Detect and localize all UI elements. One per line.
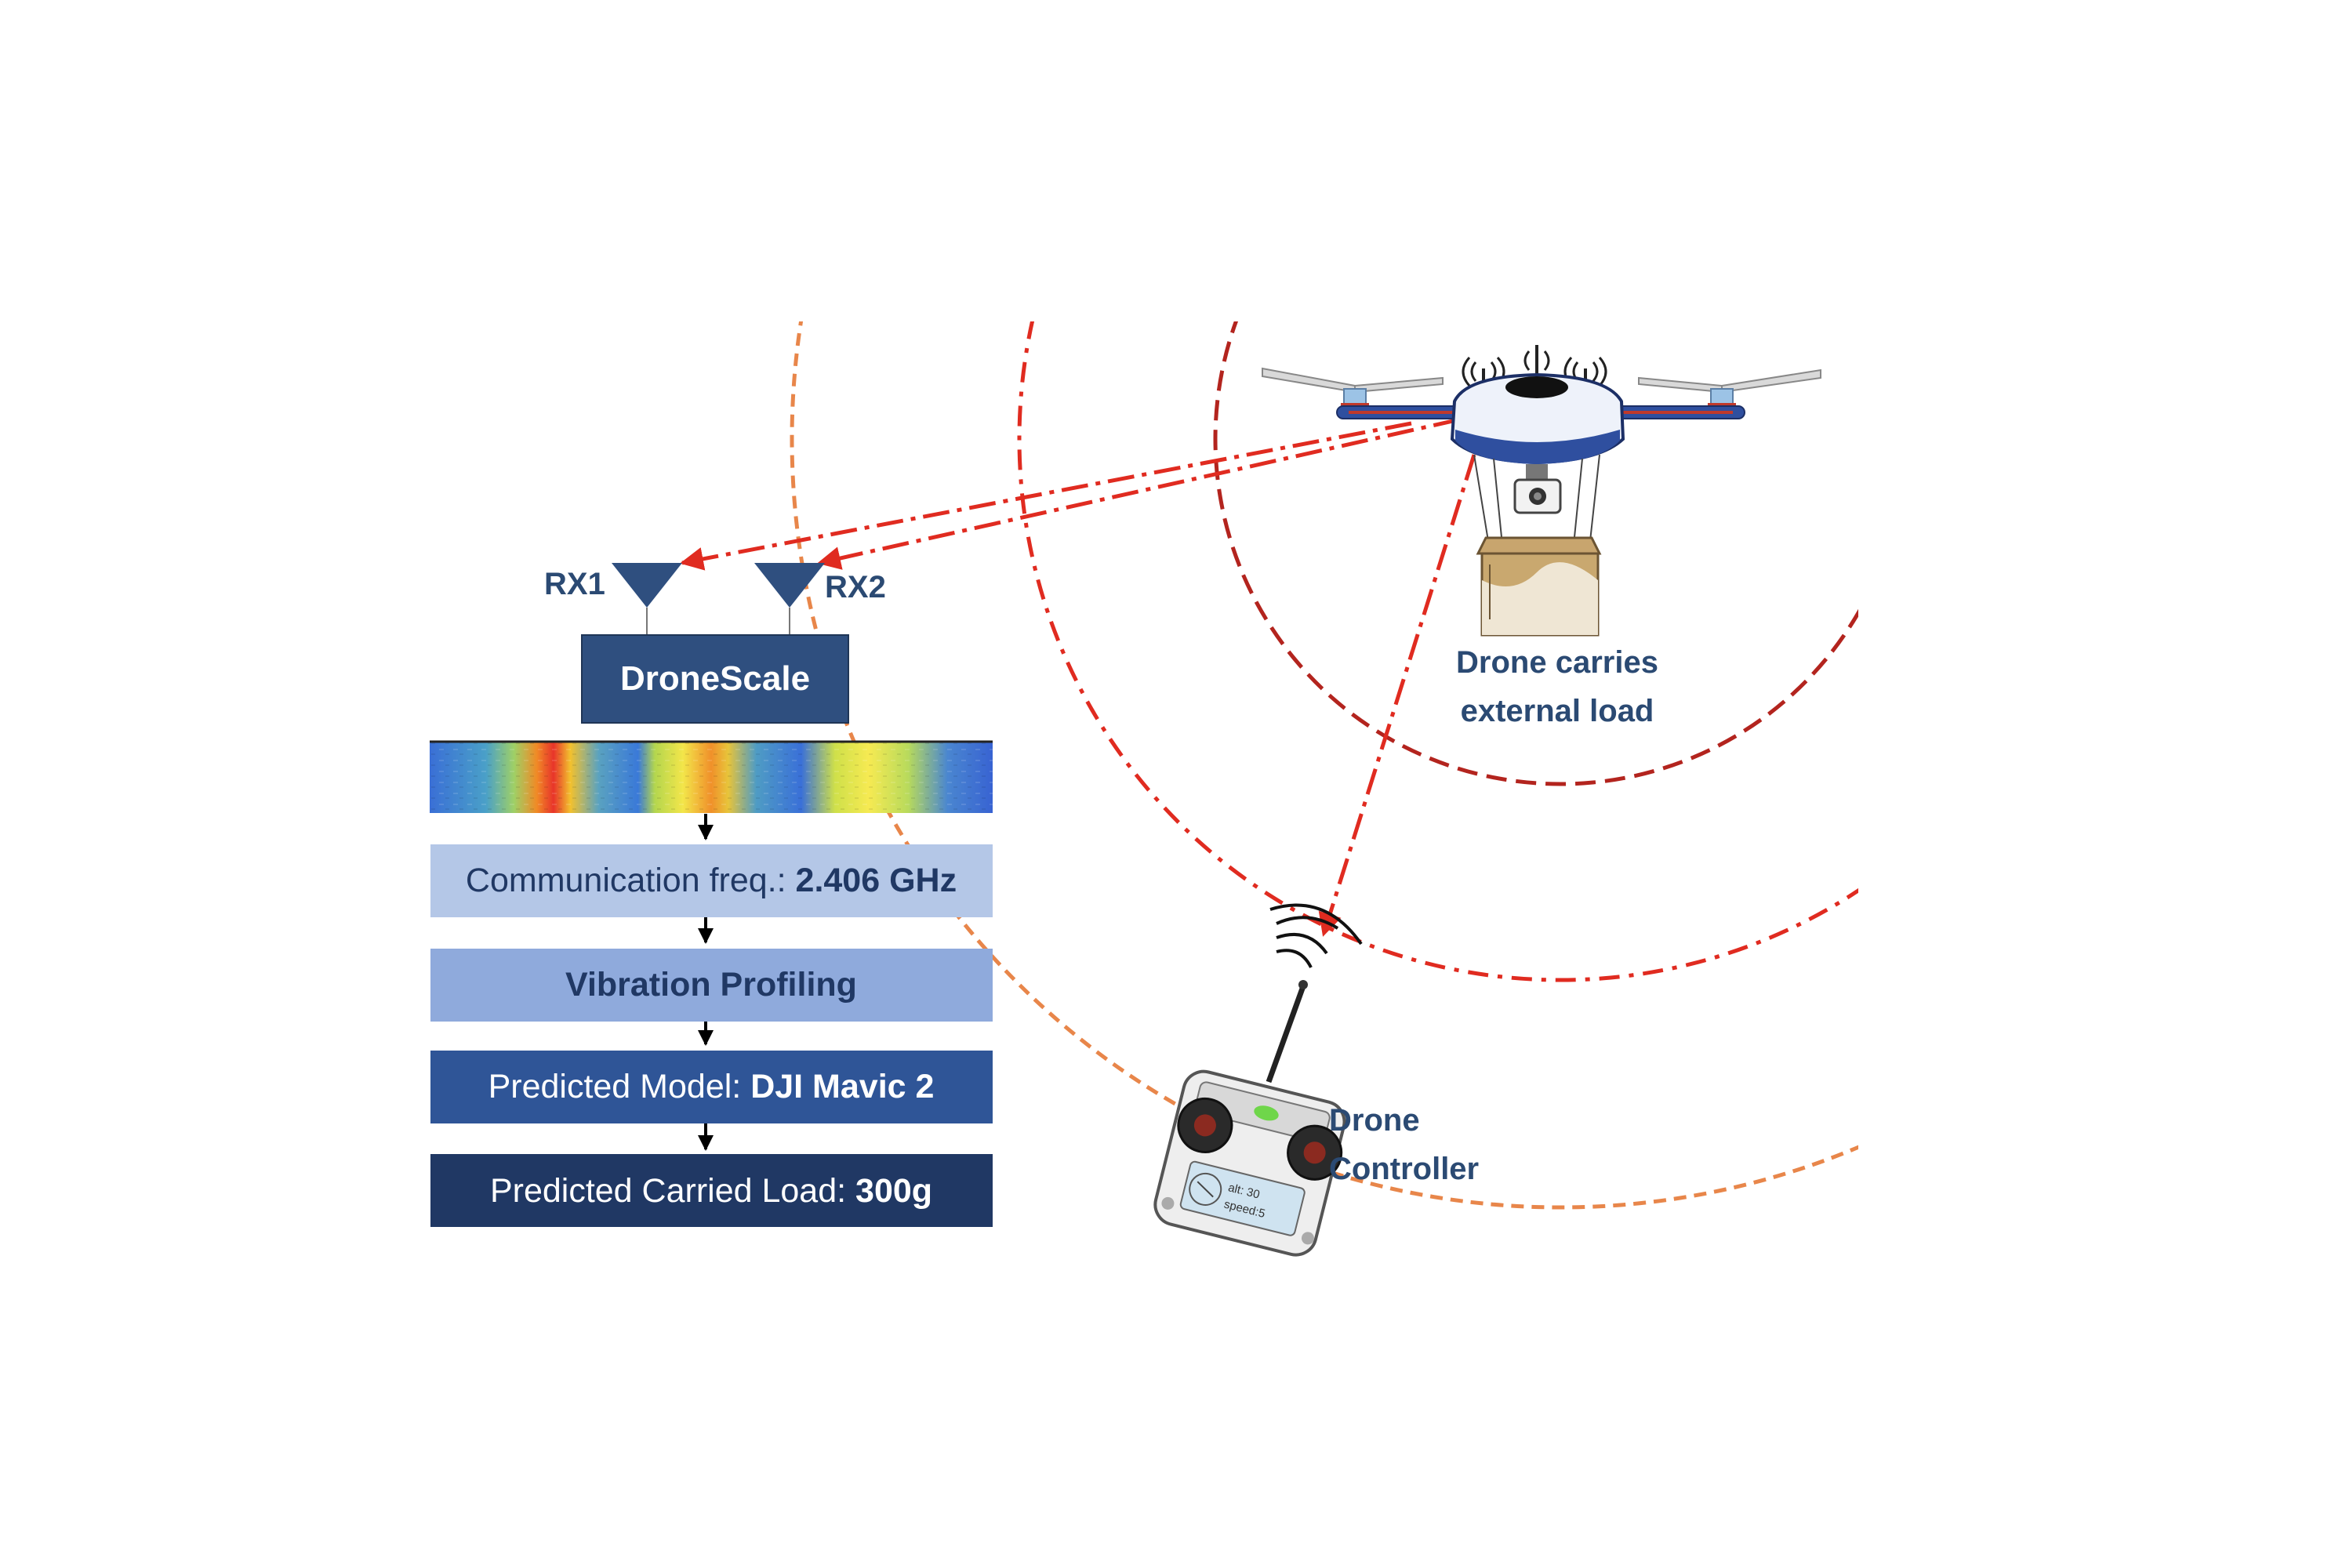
drone-label-line1: Drone carries xyxy=(1456,645,1658,680)
predicted-model-text: Predicted Model: DJI Mavic 2 xyxy=(488,1068,935,1105)
controller-label-line2: Controller xyxy=(1329,1152,1479,1186)
rx2-label: RX2 xyxy=(825,570,886,604)
spectrogram xyxy=(430,740,993,813)
predicted-load-text: Predicted Carried Load: 300g xyxy=(490,1172,932,1210)
camera-icon xyxy=(1513,464,1562,514)
propeller-left xyxy=(1262,367,1444,416)
radio-waves xyxy=(790,321,1858,1210)
controller-label-line1: Drone xyxy=(1329,1103,1420,1138)
pipeline-step-3: Predicted Model: DJI Mavic 2 xyxy=(430,1051,993,1123)
rx1-antenna-icon xyxy=(612,563,682,635)
controller-screen xyxy=(1179,1160,1306,1236)
wave-arc-middle xyxy=(1017,321,1858,982)
dronescale-box: DroneScale xyxy=(581,634,849,724)
pipeline-step-2: Vibration Profiling xyxy=(430,949,993,1022)
controller-icon: alt: 30 speed:5 xyxy=(1153,903,1363,1257)
rx1-label: RX1 xyxy=(544,567,605,601)
pipeline-step-4: Predicted Carried Load: 300g xyxy=(430,1154,993,1227)
signal-controller-link xyxy=(1318,454,1476,937)
box-icon xyxy=(1476,536,1602,637)
controller-signal-icon xyxy=(1269,903,1363,968)
signal-to-rx1 xyxy=(680,421,1412,571)
drone-label-line2: external load xyxy=(1461,694,1654,728)
wave-arc-inner xyxy=(1213,321,1858,786)
signal-to-rx2 xyxy=(817,407,1506,570)
dronescale-label: DroneScale xyxy=(620,659,810,698)
vibration-profiling-text: Vibration Profiling xyxy=(565,966,857,1004)
rx2-antenna-icon xyxy=(754,563,825,635)
wave-arc-outer xyxy=(790,321,1858,1210)
propeller-right xyxy=(1638,368,1821,416)
drone-icon xyxy=(1262,345,1821,542)
controller-antenna xyxy=(1266,985,1306,1083)
comm-freq-text: Communication freq.: 2.406 GHz xyxy=(466,862,957,899)
signal-paths xyxy=(680,407,1506,937)
pipeline-step-1: Communication freq.: 2.406 GHz xyxy=(430,844,993,917)
